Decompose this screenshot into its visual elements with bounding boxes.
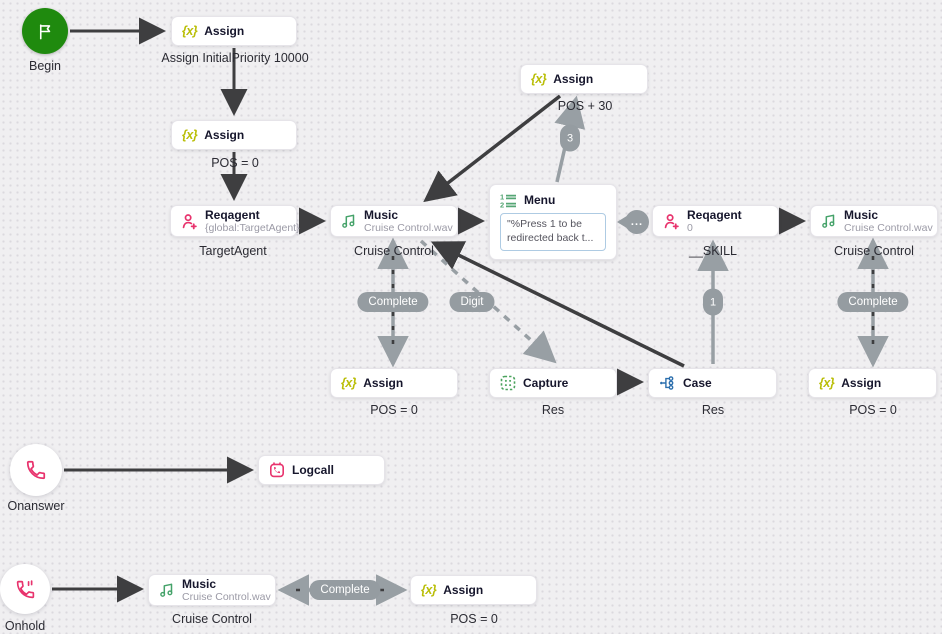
node-subtitle: Cruise Control.wav [182, 591, 271, 604]
node-music-skill[interactable]: Music Cruise Control.wav [810, 205, 938, 237]
node-capture[interactable]: Capture [489, 368, 617, 398]
node-caption: Assign InitialPriority 10000 [161, 51, 309, 65]
node-case[interactable]: Case [648, 368, 777, 398]
case-branch-icon [659, 375, 676, 391]
node-caption: __SKILL [689, 244, 737, 258]
edge-assign30-to-music [423, 94, 562, 203]
node-title: Reqagent [205, 207, 260, 222]
node-reqagent-skill[interactable]: Reqagent 0 [652, 205, 779, 237]
node-caption: Cruise Control [354, 244, 434, 258]
node-title: Assign [841, 375, 882, 390]
assign-icon: {x} [182, 128, 198, 142]
edge-label-complete-hold: Complete [309, 580, 381, 600]
begin-event[interactable] [22, 8, 68, 54]
node-music-hold[interactable]: Music Cruise Control.wav [148, 574, 276, 606]
node-assign-pos-zero-mid[interactable]: {x} Assign [330, 368, 458, 398]
onanswer-event[interactable] [10, 444, 62, 496]
node-title: Music [844, 207, 879, 222]
capture-icon [500, 375, 516, 391]
node-title: Assign [363, 375, 404, 390]
edge-label-option-3: 3 [560, 124, 580, 152]
node-title: Music [182, 576, 217, 591]
more-dots-icon: ... [625, 210, 649, 234]
node-title: Capture [523, 375, 569, 390]
node-caption: Cruise Control [834, 244, 914, 258]
onhold-label: Onhold [4, 619, 46, 633]
assign-icon: {x} [421, 583, 437, 597]
node-caption: POS = 0 [370, 403, 418, 417]
onanswer-label: Onanswer [7, 499, 65, 513]
edge-label-more: ... [617, 210, 649, 234]
node-caption: TargetAgent [199, 244, 267, 258]
music-icon [341, 213, 357, 229]
node-assign-initial[interactable]: {x} Assign [171, 16, 297, 46]
node-reqagent-target[interactable]: Reqagent {global:TargetAgent} [170, 205, 300, 237]
node-title: Assign [443, 582, 484, 597]
node-subtitle: 0 [687, 222, 693, 235]
assign-icon: {x} [819, 376, 835, 390]
svg-text:1: 1 [500, 193, 504, 202]
edge-label-digit: Digit [449, 292, 495, 312]
node-caption: POS + 30 [557, 99, 613, 113]
node-caption: POS = 0 [450, 612, 498, 626]
flag-icon [36, 22, 55, 41]
node-caption: Res [541, 403, 565, 417]
node-subtitle: {global:TargetAgent} [205, 222, 300, 235]
node-assign-pos-zero-top[interactable]: {x} Assign [171, 120, 297, 150]
svg-text:2: 2 [500, 201, 504, 208]
node-caption: Cruise Control [172, 612, 252, 626]
logcall-icon [269, 462, 285, 478]
music-icon [159, 582, 175, 598]
node-title: Assign [204, 127, 245, 142]
node-title: Case [683, 375, 712, 390]
assign-icon: {x} [531, 72, 547, 86]
node-assign-pos-zero-hold[interactable]: {x} Assign [410, 575, 537, 605]
assign-icon: {x} [341, 376, 357, 390]
music-icon [821, 213, 837, 229]
node-title: Assign [204, 23, 245, 38]
node-logcall[interactable]: Logcall [258, 455, 385, 485]
edge-label-option-1: 1 [703, 288, 723, 316]
node-caption: POS = 0 [849, 403, 897, 417]
phone-icon [25, 459, 47, 481]
node-music-main[interactable]: Music Cruise Control.wav [330, 205, 458, 237]
node-caption: Res [701, 403, 725, 417]
begin-label: Begin [29, 59, 61, 73]
node-caption: POS = 0 [211, 156, 259, 170]
edge-case-to-music [430, 241, 685, 368]
onhold-event[interactable] [0, 564, 50, 614]
node-subtitle: Cruise Control.wav [364, 222, 453, 235]
assign-icon: {x} [182, 24, 198, 38]
phone-hold-icon [15, 579, 36, 600]
node-assign-pos-zero-right[interactable]: {x} Assign [808, 368, 937, 398]
reqagent-icon [663, 213, 680, 230]
node-title: Assign [553, 71, 594, 86]
node-title: Logcall [292, 462, 335, 477]
reqagent-icon [181, 213, 198, 230]
node-title: Music [364, 207, 399, 222]
edge-label-complete: Complete [357, 292, 429, 312]
edge-label-complete-right: Complete [837, 292, 909, 312]
menu-prompt[interactable]: "%Press 1 to be redirected back t... [500, 213, 606, 251]
node-title: Menu [524, 193, 556, 208]
node-assign-pos-plus30[interactable]: {x} Assign [520, 64, 648, 94]
node-title: Reqagent [687, 207, 742, 222]
node-subtitle: Cruise Control.wav [844, 222, 933, 235]
